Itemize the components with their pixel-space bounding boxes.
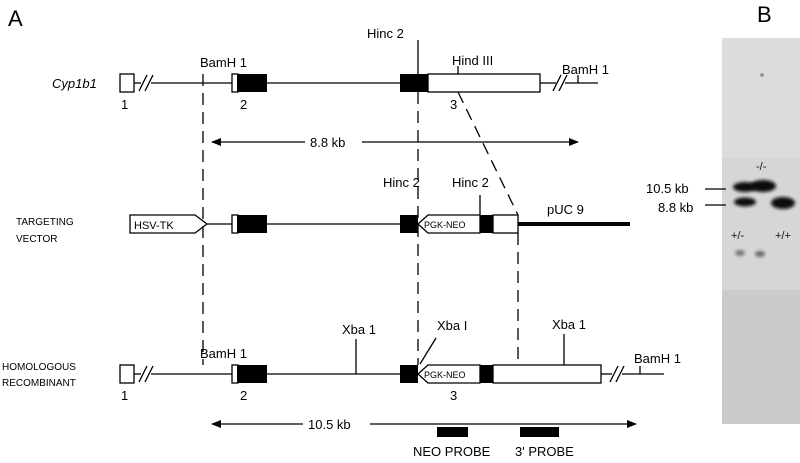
tv-label-line1: TARGETING [16, 217, 74, 228]
hr-xbai-pointer [419, 337, 437, 365]
band-wt [771, 197, 795, 209]
hsv-tk-label: HSV-TK [134, 220, 174, 232]
tv-exon2-box [237, 215, 267, 233]
hsv-tk-cassette [129, 214, 209, 234]
size-upper-label: 10.5 kb [646, 181, 689, 196]
hr-exon1-box [119, 364, 135, 384]
tv-label-line2: VECTOR [16, 234, 58, 245]
hr-bamh1-right-label: BamH 1 [634, 351, 681, 366]
wt-bamh1-left-label: BamH 1 [200, 55, 247, 70]
wt-exon3-utr [427, 73, 541, 93]
homologous-recombinant-allele [119, 334, 664, 384]
tv-hinc2-a-label: Hinc 2 [383, 175, 420, 190]
hr-xba1-b-label: Xba 1 [552, 317, 586, 332]
hr-xba1-a-label: Xba 1 [342, 322, 376, 337]
panel-b-letter: B [757, 2, 772, 27]
tv-hinc2-b-label: Hinc 2 [452, 175, 489, 190]
gene-name-label: Cyp1b1 [52, 76, 97, 91]
wt-exon2-box [237, 74, 267, 92]
wt-hind3-label: Hind III [452, 53, 493, 68]
wildtype-allele [119, 40, 598, 93]
wt-exon1-number: 1 [121, 97, 128, 112]
wt-exon3-coding [400, 74, 428, 92]
panel-a-letter: A [8, 6, 23, 31]
hr-fragment-size-label: 10.5 kb [308, 417, 351, 432]
hr-pgk-neo-label: PGK-NEO [424, 370, 466, 380]
hr-exon3-utr [492, 364, 602, 384]
hr-xbai-label: Xba I [437, 318, 467, 333]
hr-exon1-number: 1 [121, 388, 128, 403]
size-lower-label: 8.8 kb [658, 200, 693, 215]
hr-exon2-box [237, 365, 267, 383]
wt-fragment-size-label: 8.8 kb [310, 135, 345, 150]
wt-exon2-number: 2 [240, 97, 247, 112]
southern-blot [722, 38, 800, 424]
hr-exon3-number: 3 [450, 388, 457, 403]
wt-hinc2-label: Hinc 2 [367, 26, 404, 41]
tv-exon3-coding [400, 215, 418, 233]
puc9-label: pUC 9 [547, 202, 584, 217]
alignment-dashed-lines [202, 74, 519, 365]
hr-exon2-number: 2 [240, 388, 247, 403]
genotype-ko-label: -/- [756, 161, 767, 173]
wt-bamh1-right-label: BamH 1 [562, 62, 609, 77]
neo-probe-label: NEO PROBE [413, 444, 491, 459]
genotype-wt-label: +/+ [775, 230, 791, 242]
wt-exon1-box [119, 73, 135, 93]
three-prime-probe-label: 3' PROBE [515, 444, 574, 459]
three-prime-probe-bar [520, 427, 559, 437]
hr-label-line2: RECOMBINANT [2, 378, 76, 389]
genotype-het-label: +/- [731, 230, 744, 242]
hr-label-line1: HOMOLOGOUS [2, 362, 76, 373]
band-het-lower [734, 197, 756, 207]
hr-bamh1-left-label: BamH 1 [200, 346, 247, 361]
neo-probe-bar [437, 427, 468, 437]
band-ko [750, 180, 776, 192]
wt-break-mark [138, 74, 148, 92]
tv-pgk-neo-label: PGK-NEO [424, 220, 466, 230]
hr-exon3-coding [400, 365, 418, 383]
wt-exon3-number: 3 [450, 97, 457, 112]
targeting-vector-construct [129, 195, 630, 234]
